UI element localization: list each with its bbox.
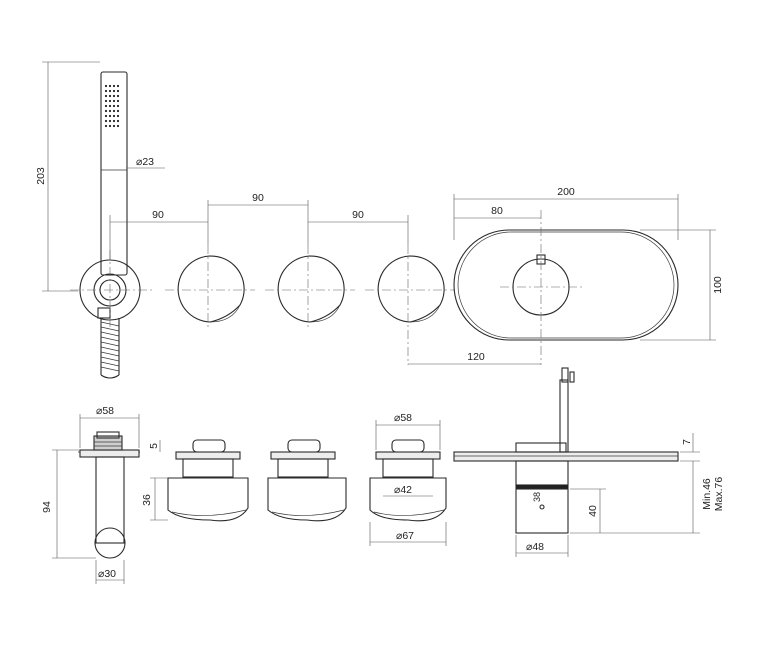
dim-knob-body-height: 36 <box>141 494 153 506</box>
knob-3-top-view <box>377 255 445 323</box>
dim-outlet-lower-diameter: ⌀30 <box>98 568 116 580</box>
dim-knob-inner-diameter: ⌀42 <box>394 484 412 496</box>
dim-body-depth: 40 <box>587 505 599 517</box>
dim-plate-height: 100 <box>712 276 724 294</box>
dim-knob-offset: 120 <box>467 351 485 363</box>
centerlines-top <box>70 245 455 365</box>
dim-plate-width: 200 <box>557 186 575 198</box>
knob-2-top-view <box>277 255 345 323</box>
dim-knob-outer-diameter: ⌀67 <box>396 530 414 542</box>
thermostat-side-view: 38 7 Min.46 Max.76 40 ⌀48 <box>453 367 725 557</box>
dim-spacing-3: 90 <box>352 209 364 221</box>
dim-outlet-diameter: ⌀58 <box>96 405 114 417</box>
hand-shower-top-view: 203 ⌀23 <box>35 61 165 379</box>
dim-spacing-2: 90 <box>252 192 264 204</box>
dim-depth-max: Max.76 <box>713 477 725 512</box>
knob-1-top-view <box>177 255 245 323</box>
dim-depth-min: Min.46 <box>701 478 713 510</box>
shower-nozzle-pattern <box>104 84 120 128</box>
outlet-side-view: ⌀58 94 ⌀30 <box>41 405 140 584</box>
dim-hand-shower-diameter: ⌀23 <box>136 156 154 168</box>
dim-spacing-1: 90 <box>152 209 164 221</box>
spacing-dimensions: 90 90 90 <box>109 192 409 260</box>
knob-3-side-view: ⌀58 ⌀42 ⌀67 <box>369 412 447 546</box>
knob-1-side-view: 5 36 <box>141 439 249 522</box>
temperature-marking: 38 <box>532 492 542 502</box>
dim-knob-cap-diameter: ⌀58 <box>394 412 412 424</box>
dim-plate-offset: 80 <box>491 205 503 217</box>
dim-hand-shower-height: 203 <box>35 167 47 185</box>
thermostat-plate-top-view: 200 80 100 120 <box>408 186 724 365</box>
hose <box>100 318 120 379</box>
knob-2-side-view <box>267 439 347 522</box>
dim-plate-thickness: 7 <box>681 439 693 445</box>
dim-body-diameter: ⌀48 <box>526 541 544 553</box>
dim-knob-cap-height: 5 <box>148 443 160 449</box>
dim-outlet-height: 94 <box>41 501 53 513</box>
